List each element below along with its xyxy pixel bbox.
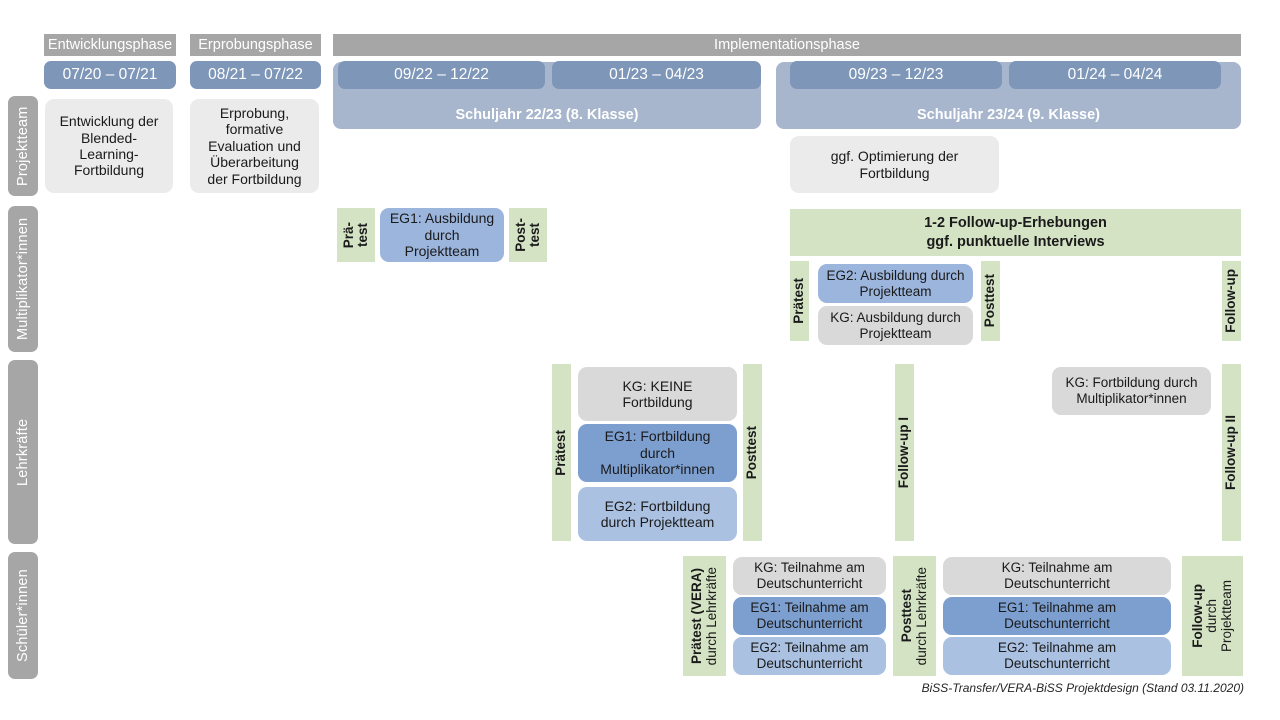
multiplikatoren-eg1-ausbildung-box: EG1: Ausbildung durch Projektteam: [380, 208, 504, 262]
phase-header-entwicklungsphase: Entwicklungsphase: [44, 34, 176, 56]
date-chip-09-22-12-22: 09/22 – 12/22: [338, 61, 545, 89]
date-chip-08-21-07-22: 08/21 – 07/22: [190, 61, 321, 89]
schueler-praetest-strip: Prätest (VERA) durch Lehrkräfte: [683, 556, 726, 676]
row-label-schuelerinnen: Schüler*innen: [8, 552, 38, 679]
multiplikatoren-praetest-strip-2: Prätest: [790, 261, 809, 341]
multiplikatoren-followup-strip: Follow-up: [1222, 261, 1241, 341]
row-label-multiplikatorinnen: Multiplikator*innen: [8, 206, 38, 352]
praetest-line1: Prä-: [340, 221, 356, 249]
lehrkraefte-eg1-box: EG1: Fortbildung durch Multiplikator*inn…: [578, 424, 737, 482]
praetest-sub-label: durch Lehrkräfte: [703, 566, 719, 666]
multiplikatoren-eg2-ausbildung-box: EG2: Ausbildung durch Projektteam: [818, 264, 973, 303]
lehrkraefte-kg-fortbildung-box: KG: Fortbildung durch Multiplikator*inne…: [1052, 367, 1211, 415]
praetest-vera-label: Prätest (VERA): [689, 567, 705, 665]
date-chip-01-24-04-24: 01/24 – 04/24: [1009, 61, 1221, 89]
posttest-label: Posttest: [899, 589, 915, 643]
footer-caption: BiSS-Transfer/VERA-BiSS Projektdesign (S…: [921, 681, 1244, 695]
date-chip-07-20-07-21: 07/20 – 07/21: [44, 61, 176, 89]
followup-1-label: Follow-up I: [896, 416, 912, 489]
lehrkraefte-praetest-strip: Prätest: [552, 364, 571, 541]
lehrkraefte-followup-2-strip: Follow-up II: [1222, 364, 1241, 541]
posttest-sub-label: durch Lehrkräfte: [913, 566, 929, 666]
lehrkraefte-posttest-strip: Posttest: [743, 364, 762, 541]
followup-label: Follow-up: [1223, 269, 1239, 333]
posttest-label: Posttest: [982, 274, 998, 328]
date-chip-01-23-04-23: 01/23 – 04/23: [552, 61, 761, 89]
schueler-kg-box-1: KG: Teilnahme am Deutschunterricht: [733, 557, 886, 595]
multiplikatoren-posttest-strip-2: Posttest: [981, 261, 1000, 341]
schueler-eg2-box-1: EG2: Teilnahme am Deutschunterricht: [733, 637, 886, 675]
schueler-eg1-box-1: EG1: Teilnahme am Deutschunterricht: [733, 597, 886, 635]
followup-sub-1-label: durch: [1204, 599, 1220, 633]
multiplikatoren-posttest-strip: Post- test: [509, 208, 547, 262]
praetest-label: Prätest: [553, 429, 569, 476]
projektteam-erprobung-box: Erprobung, formative Evaluation und Über…: [190, 99, 319, 193]
posttest-line1: Post-: [512, 218, 528, 252]
praetest-label: Prätest: [791, 278, 807, 324]
followup-sub-2-label: Projektteam: [1218, 579, 1234, 653]
row-label-lehrkraefte: Lehrkräfte: [8, 360, 38, 544]
multiplikatoren-kg-ausbildung-box: KG: Ausbildung durch Projektteam: [818, 306, 973, 345]
lehrkraefte-kg-keine-box: KG: KEINE Fortbildung: [578, 367, 737, 421]
date-chip-09-23-12-23: 09/23 – 12/23: [790, 61, 1002, 89]
lehrkraefte-eg2-box: EG2: Fortbildung durch Projektteam: [578, 487, 737, 541]
posttest-line2: test: [527, 222, 542, 247]
projektteam-optimierung-box: ggf. Optimierung der Fortbildung: [790, 136, 999, 193]
phase-header-implementationsphase: Implementationsphase: [333, 34, 1241, 56]
row-label-projektteam: Projektteam: [8, 96, 38, 196]
schueler-kg-box-2: KG: Teilnahme am Deutschunterricht: [943, 557, 1171, 595]
posttest-label: Posttest: [744, 425, 760, 480]
schueler-followup-strip: Follow-up durch Projektteam: [1182, 556, 1243, 676]
phase-header-erprobungsphase: Erprobungsphase: [190, 34, 321, 56]
schueler-eg2-box-2: EG2: Teilnahme am Deutschunterricht: [943, 637, 1171, 675]
projektteam-entwicklung-box: Entwicklung der Blended- Learning- Fortb…: [45, 99, 173, 193]
multiplikatoren-praetest-strip: Prä- test: [337, 208, 375, 262]
schueler-posttest-strip: Posttest durch Lehrkräfte: [893, 556, 936, 676]
multiplikatoren-followup-banner: 1-2 Follow-up-Erhebungen ggf. punktuelle…: [790, 209, 1241, 256]
praetest-line2: test: [355, 222, 370, 247]
schueler-eg1-box-2: EG1: Teilnahme am Deutschunterricht: [943, 597, 1171, 635]
lehrkraefte-followup-1-strip: Follow-up I: [895, 364, 914, 541]
followup-2-label: Follow-up II: [1223, 415, 1239, 490]
